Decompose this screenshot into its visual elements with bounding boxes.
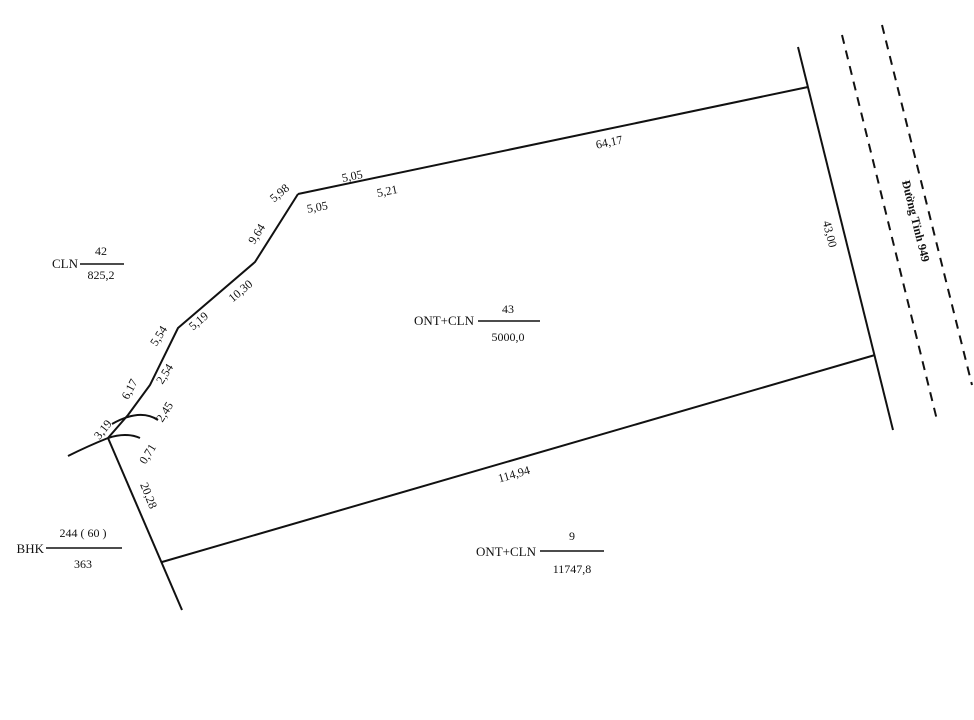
edge-south-length: 114,94 bbox=[496, 463, 531, 485]
edge-nw-b-length: 5,05 bbox=[306, 198, 329, 215]
parcel-southwest-label: BHK 244 ( 60 ) 363 bbox=[17, 526, 122, 571]
parcel-south-code: ONT+CLN bbox=[476, 544, 537, 559]
parcel-northwest-label: CLN 42 825,2 bbox=[52, 244, 124, 282]
parcel-southwest-number: 244 ( 60 ) bbox=[60, 526, 107, 540]
east-edge bbox=[797, 46, 894, 431]
edge-554-length: 5,54 bbox=[147, 323, 170, 348]
parcel-southwest-code: BHK bbox=[17, 541, 45, 556]
edge-964-length: 9,64 bbox=[245, 221, 268, 246]
edge-071-length: 0,71 bbox=[136, 441, 159, 466]
north-edge bbox=[297, 86, 809, 195]
edge-254-length: 2,54 bbox=[153, 361, 176, 386]
edge-319-length: 3,19 bbox=[91, 417, 115, 442]
edge-598-length: 5,98 bbox=[267, 181, 292, 205]
road-name: Đường Tỉnh 949 bbox=[899, 179, 933, 264]
parcel-northwest-code: CLN bbox=[52, 256, 79, 271]
edge-north-length: 64,17 bbox=[595, 132, 624, 151]
edge-nw-a-length: 5,05 bbox=[340, 167, 363, 185]
neighbor-boundary-arc bbox=[67, 437, 109, 457]
edge-1030-length: 10,30 bbox=[226, 277, 256, 305]
angle-arc-small bbox=[107, 434, 141, 439]
parcel-northwest-number: 42 bbox=[95, 244, 107, 258]
road-edges bbox=[841, 24, 973, 421]
road-edge-right bbox=[881, 24, 973, 386]
edge-west-length: 20,28 bbox=[137, 480, 160, 510]
edge-519-length: 5,19 bbox=[186, 309, 211, 333]
south-edge bbox=[161, 354, 876, 563]
west-edge bbox=[107, 437, 183, 611]
parcel-south-label: ONT+CLN 9 11747,8 bbox=[476, 529, 604, 576]
parcel-southwest-area: 363 bbox=[74, 557, 92, 571]
angle-arc-large bbox=[111, 413, 159, 425]
parcel-boundary bbox=[67, 46, 894, 611]
parcel-south-number: 9 bbox=[569, 529, 575, 543]
edge-east-length: 43,00 bbox=[820, 219, 840, 249]
parcel-main-number: 43 bbox=[502, 302, 514, 316]
edge-nw-c-length: 5,21 bbox=[375, 182, 398, 200]
parcel-south-area: 11747,8 bbox=[553, 562, 592, 576]
parcel-northwest-area: 825,2 bbox=[88, 268, 115, 282]
edge-617-length: 6,17 bbox=[118, 377, 140, 402]
parcel-main-code: ONT+CLN bbox=[414, 313, 475, 328]
parcel-main-area: 5000,0 bbox=[492, 330, 525, 344]
edge-245-length: 2,45 bbox=[153, 399, 176, 424]
road-edge-left bbox=[841, 34, 938, 421]
parcel-main-label: ONT+CLN 43 5000,0 bbox=[414, 302, 540, 344]
